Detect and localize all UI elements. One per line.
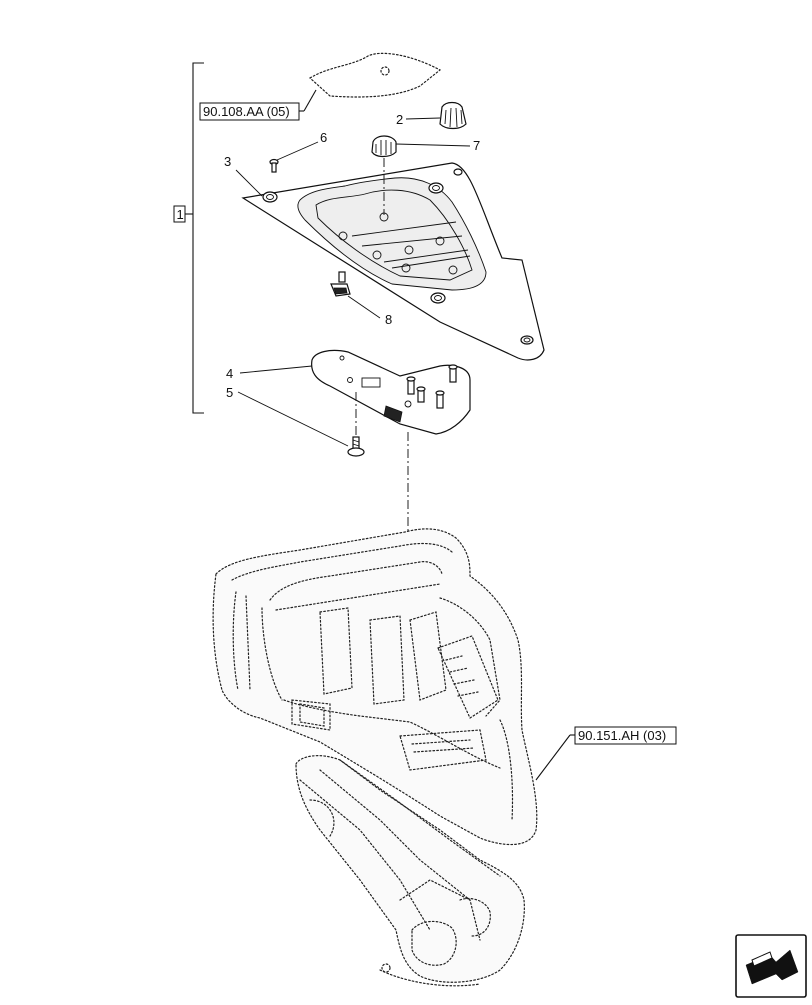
reference-label-top[interactable]: 90.108.AA (05)	[203, 104, 290, 119]
knob-7: 7	[371, 135, 480, 158]
screw-6: 6	[269, 130, 327, 173]
armrest-console-housing: 90.151.AH (03)	[212, 528, 677, 846]
reference-top-part: 90.108.AA (05)	[199, 52, 442, 121]
callout-1: 1	[177, 207, 184, 222]
callout-3: 3	[224, 154, 231, 169]
callout-6: 6	[320, 130, 327, 145]
callout-2: 2	[396, 112, 403, 127]
cover-panel-3: 3	[224, 154, 545, 361]
callout-7: 7	[473, 138, 480, 153]
armrest-support-arm	[295, 755, 525, 987]
callout-4: 4	[226, 366, 233, 381]
connector-8: 8	[330, 271, 392, 327]
next-page-arrow-icon[interactable]	[735, 934, 807, 998]
circuit-board-4: 4	[226, 349, 471, 435]
group-bracket: 1	[173, 62, 204, 414]
callout-5: 5	[226, 385, 233, 400]
callout-8: 8	[385, 312, 392, 327]
knob-2: 2	[396, 101, 467, 130]
reference-label-bottom[interactable]: 90.151.AH (03)	[578, 728, 666, 743]
screw-5: 5	[226, 385, 365, 457]
